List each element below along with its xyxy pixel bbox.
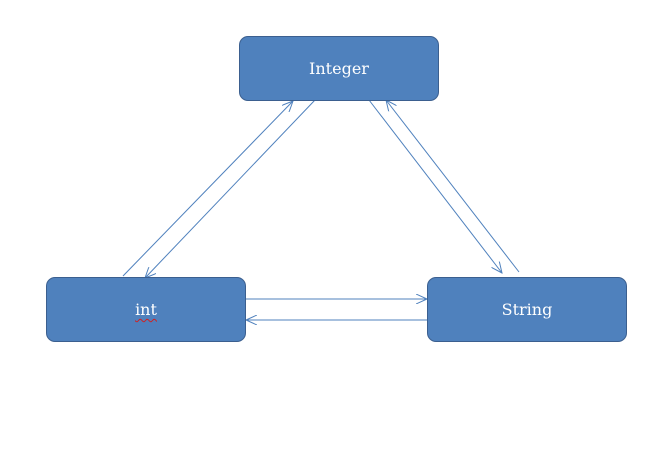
node-int-label: int [135, 300, 157, 319]
arrow-integer-to-string [368, 99, 502, 273]
node-int: int [46, 277, 246, 342]
node-string-label: String [501, 300, 553, 319]
node-integer: Integer [239, 36, 439, 101]
arrow-string-to-integer [386, 100, 520, 273]
arrow-integer-to-int [145, 99, 316, 278]
node-string: String [427, 277, 627, 342]
arrow-int-to-integer [122, 101, 293, 277]
node-integer-label: Integer [309, 59, 369, 78]
